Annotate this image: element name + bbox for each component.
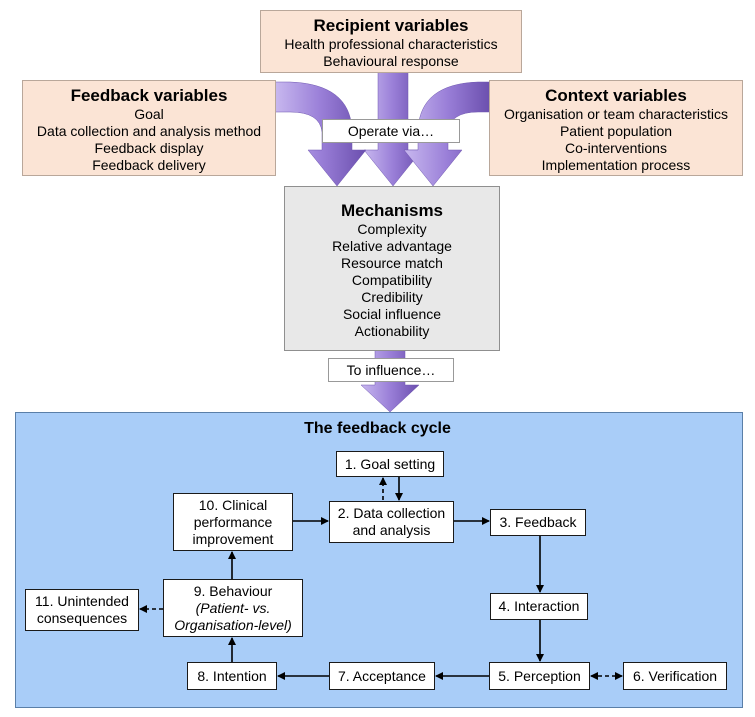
feedback-node-label: 3. Feedback: [499, 514, 577, 530]
node-acceptance: 7. Acceptance: [329, 662, 435, 690]
node-verification: 6. Verification: [623, 662, 727, 690]
clinical-line: improvement: [192, 530, 274, 547]
left-flow-arrow: [274, 81, 367, 187]
mechanism-item: Relative advantage: [332, 238, 452, 254]
verification-label: 6. Verification: [632, 667, 718, 684]
mechanism-item: Social influence: [342, 306, 442, 322]
node-behaviour: 9. Behaviour (Patient- vs. Organisation-…: [163, 579, 303, 637]
operate-via-text: Operate via…: [347, 123, 435, 139]
behaviour-line: 9. Behaviour: [193, 582, 273, 599]
recipient-variables-box: Recipient variables Health professional …: [260, 10, 522, 73]
node-intention: 8. Intention: [187, 662, 277, 690]
node-data-collection: 2. Data collection and analysis: [329, 501, 454, 543]
feedback-item: Data collection and analysis method: [36, 123, 262, 139]
behaviour-line: (Patient- vs.: [195, 599, 271, 616]
context-item: Implementation process: [541, 157, 691, 173]
feedback-item: Feedback display: [94, 140, 204, 156]
feedback-title: Feedback variables: [70, 86, 228, 105]
node-unintended-consequences: 11. Unintended consequences: [25, 589, 139, 631]
unintended-line: consequences: [36, 610, 128, 626]
unintended-line: 11. Unintended: [35, 593, 129, 609]
data-collection-line: 2. Data collection: [337, 505, 446, 521]
to-influence-text: To influence…: [346, 362, 436, 378]
mechanism-item: Complexity: [357, 221, 427, 237]
recipient-item: Health professional characteristics: [284, 36, 498, 52]
node-interaction: 4. Interaction: [490, 593, 588, 620]
interaction-label: 4. Interaction: [498, 598, 580, 614]
context-title: Context variables: [545, 86, 687, 105]
data-collection-line: and analysis: [352, 522, 431, 538]
feedback-variables-box: Feedback variables Goal Data collection …: [22, 80, 276, 176]
node-perception: 5. Perception: [489, 662, 590, 690]
mechanisms-box: Mechanisms Complexity Relative advantage…: [284, 186, 500, 351]
operate-via-label: Operate via…: [322, 119, 460, 143]
intention-label: 8. Intention: [197, 667, 267, 684]
mechanism-item: Resource match: [341, 255, 443, 271]
node-goal-setting: 1. Goal setting: [336, 451, 444, 477]
feedback-item: Goal: [134, 106, 164, 122]
perception-label: 5. Perception: [498, 667, 581, 684]
mechanism-item: Credibility: [361, 289, 423, 305]
node-feedback: 3. Feedback: [490, 509, 586, 536]
to-influence-label: To influence…: [328, 358, 454, 382]
mechanism-item: Compatibility: [351, 272, 433, 288]
recipient-title: Recipient variables: [313, 16, 469, 35]
feedback-item: Feedback delivery: [92, 157, 206, 173]
clinical-line: performance: [193, 513, 273, 530]
context-variables-box: Context variables Organisation or team c…: [489, 80, 743, 176]
context-item: Co-interventions: [565, 140, 667, 156]
goal-setting-label: 1. Goal setting: [344, 455, 436, 472]
feedback-cycle-title: The feedback cycle: [304, 420, 451, 437]
node-clinical-improvement: 10. Clinical performance improvement: [173, 493, 293, 551]
mechanisms-title: Mechanisms: [340, 201, 444, 220]
recipient-item: Behavioural response: [323, 53, 459, 69]
context-item: Patient population: [559, 123, 673, 139]
clinical-line: 10. Clinical: [198, 496, 268, 513]
acceptance-label: 7. Acceptance: [338, 667, 426, 684]
behaviour-line: Organisation-level): [174, 616, 292, 633]
mechanism-item: Actionability: [354, 323, 430, 339]
context-item: Organisation or team characteristics: [503, 106, 729, 122]
